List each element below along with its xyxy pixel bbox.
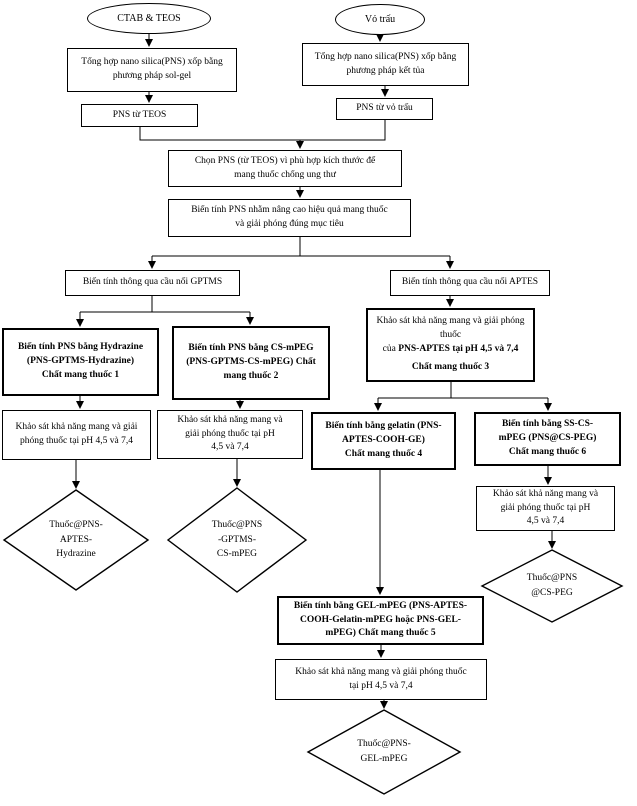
- survey-2-line3: 4,5 và 7,4: [211, 442, 249, 453]
- survey-1-line2: phóng thuốc tại pH 4,5 và 7,4: [20, 436, 133, 446]
- survey-2-line2: giải phóng thuốc tại pH: [185, 428, 275, 439]
- branch-aptes-label: Biến tính thông qua cầu nối APTES: [401, 277, 539, 288]
- modify-pns-line1: Biến tính PNS nhằm nâng cao hiệu quả man…: [191, 205, 388, 216]
- carrier-1-line2: (PNS-GPTMS-Hydrazine): [26, 356, 135, 367]
- survey-6-line3: 4,5 và 7,4: [526, 516, 565, 527]
- drug-2: Thuốc@PNS -GPTMS- CS-mPEG: [187, 510, 287, 570]
- drug-2-line1: Thuốc@PNS: [211, 519, 263, 530]
- drug-2-line2: -GPTMS-: [217, 534, 256, 545]
- carrier-3-line2: của PNS-APTES tại pH 4,5 và 7,4: [373, 343, 528, 357]
- synth-sol-gel-line2: phương pháp sol-gel: [112, 71, 192, 81]
- carrier-4-line1: Biến tính bằng gelatin (PNS-: [325, 421, 442, 432]
- survey-5-line1: Khảo sát khả năng mang và giải phóng thu…: [295, 666, 467, 677]
- modify-pns-line2: và giải phóng đúng mục tiêu: [235, 219, 344, 229]
- carrier-3-line3: Chất mang thuốc 3: [411, 361, 490, 372]
- drug-1-line2: APTES-: [59, 534, 93, 545]
- carrier-2-line1: Biến tính PNS bằng CS-mPEG: [188, 343, 314, 354]
- carrier-5: Biến tính bằng GEL-mPEG (PNS-APTES- COOH…: [277, 596, 484, 645]
- carrier-1-line1: Biến tính PNS bằng Hydrazine: [17, 342, 144, 353]
- drug-6-line2: @CS-PEG: [531, 588, 573, 598]
- synth-ket-tua: Tổng hợp nano silica(PNS) xốp bằng phươn…: [302, 43, 469, 86]
- pns-vo-trau-label: PNS từ vỏ trấu: [356, 103, 413, 114]
- pns-vo-trau: PNS từ vỏ trấu: [336, 98, 433, 120]
- drug-1: Thuốc@PNS- APTES- Hydrazine: [24, 510, 128, 570]
- survey-6: Khảo sát khả năng mang và giải phóng thu…: [476, 486, 615, 531]
- choose-pns-line2: mang thuốc chống ung thư: [234, 169, 336, 180]
- drug-6-line1: Thuốc@PNS: [526, 573, 578, 584]
- branch-aptes: Biến tính thông qua cầu nối APTES: [390, 270, 550, 296]
- branch-gptms: Biến tính thông qua cầu nối GPTMS: [65, 270, 240, 296]
- carrier-6-line3: Chất mang thuốc 6: [508, 446, 587, 457]
- modify-pns: Biến tính PNS nhằm nâng cao hiệu quả man…: [168, 199, 411, 237]
- drug-6: Thuốc@PNS @CS-PEG: [507, 566, 597, 606]
- carrier-4-line3: Chất mang thuốc 4: [344, 448, 423, 459]
- survey-2-line1: Khảo sát khả năng mang và: [177, 414, 283, 425]
- drug6-diamond: [480, 549, 624, 623]
- synth-ket-tua-line1: Tổng hợp nano silica(PNS) xốp bằng: [314, 51, 457, 62]
- choose-pns-line1: Chọn PNS (từ TEOS) vì phù hợp kích thước…: [194, 155, 376, 166]
- start-vo-trau: Vỏ trấu: [335, 4, 425, 35]
- synth-ket-tua-line2: phương pháp kết tủa: [346, 65, 425, 76]
- drug-1-line1: Thuốc@PNS-: [49, 519, 103, 530]
- carrier-2: Biến tính PNS bằng CS-mPEG (PNS-GPTMS-CS…: [172, 326, 330, 400]
- carrier-1-line3: Chất mang thuốc 1: [41, 369, 120, 380]
- start-vo-trau-label: Vỏ trấu: [364, 14, 396, 25]
- survey-5: Khảo sát khả năng mang và giải phóng thu…: [275, 659, 487, 700]
- carrier-1: Biến tính PNS bằng Hydrazine (PNS-GPTMS-…: [2, 328, 159, 396]
- carrier-6-line1: Biến tính bằng SS-CS-: [501, 419, 594, 430]
- carrier-6: Biến tính bằng SS-CS- mPEG (PNS@CS-PEG) …: [474, 412, 621, 466]
- drug-5-line2: GEL-mPEG: [360, 754, 408, 764]
- start-ctab-teos-label: CTAB & TEOS: [117, 13, 181, 24]
- synth-sol-gel: Tổng hợp nano silica(PNS) xốp bằng phươn…: [67, 48, 237, 92]
- drug2-diamond: [166, 487, 308, 593]
- carrier-2-line3: mang thuốc 2: [223, 370, 279, 381]
- pns-teos: PNS từ TEOS: [81, 104, 198, 127]
- carrier-5-line1: Biến tính bằng GEL-mPEG (PNS-APTES-: [293, 600, 468, 611]
- survey-1-line1: Khảo sát khả năng mang và giải: [15, 422, 138, 433]
- drug-5-line1: Thuốc@PNS-: [357, 739, 411, 750]
- survey-6-line2: giải phóng thuốc tại pH: [500, 502, 591, 513]
- carrier-3-line2-bold: PNS-APTES tại pH 4,5 và 7,4: [398, 344, 519, 354]
- survey-6-line1: Khảo sát khả năng mang và: [492, 488, 599, 499]
- survey-1: Khảo sát khả năng mang và giải phóng thu…: [2, 410, 151, 460]
- drug-2-line3: CS-mPEG: [216, 549, 258, 560]
- pns-teos-label: PNS từ TEOS: [112, 109, 167, 120]
- synth-sol-gel-line1: Tổng hợp nano silica(PNS) xốp bằng: [81, 57, 223, 68]
- drug5-diamond: [306, 709, 462, 795]
- carrier-5-line3: mPEG) Chất mang thuốc 5: [325, 628, 436, 639]
- carrier-5-line2: COOH-Gelatin-mPEG hoặc PNS-GEL-: [300, 614, 461, 625]
- carrier-3: Khảo sát khả năng mang và giải phóng thu…: [366, 308, 535, 382]
- choose-pns: Chọn PNS (từ TEOS) vì phù hợp kích thước…: [168, 150, 402, 187]
- start-ctab-teos: CTAB & TEOS: [87, 3, 211, 34]
- drug1-diamond: [2, 489, 150, 591]
- survey-2: Khảo sát khả năng mang và giải phóng thu…: [157, 410, 303, 459]
- carrier-4: Biến tính bằng gelatin (PNS- APTES-COOH-…: [311, 412, 456, 470]
- drug-5: Thuốc@PNS- GEL-mPEG: [334, 732, 434, 772]
- drug-1-line3: Hydrazine: [56, 549, 96, 560]
- carrier-4-line2: APTES-COOH-GE): [342, 435, 425, 446]
- carrier-3-line2-prefix: của: [382, 344, 399, 354]
- survey-5-line2: tại pH 4,5 và 7,4: [349, 680, 413, 691]
- carrier-2-line2: (PNS-GPTMS-CS-mPEG) Chất: [186, 357, 316, 368]
- carrier-6-line2: mPEG (PNS@CS-PEG): [498, 433, 597, 444]
- carrier-3-line1: Khảo sát khả năng mang và giải phóng thu…: [376, 316, 525, 341]
- branch-gptms-label: Biến tính thông qua cầu nối GPTMS: [82, 277, 223, 288]
